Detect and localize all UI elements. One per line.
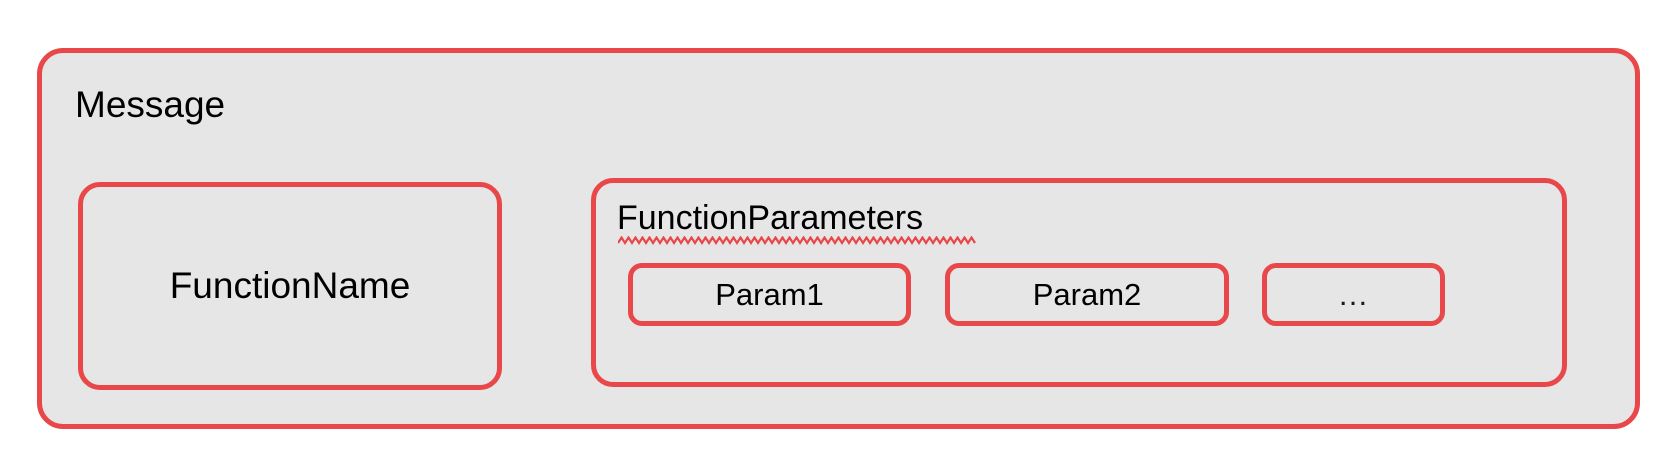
param-label: … — [1337, 276, 1370, 312]
param-block-ellipsis: … — [1262, 263, 1445, 326]
param-block: Param2 — [945, 263, 1229, 326]
param-block: Param1 — [628, 263, 911, 326]
spellcheck-squiggle-icon — [618, 236, 976, 245]
function-name-label: FunctionName — [169, 265, 411, 306]
function-parameters-label: FunctionParameters — [617, 199, 924, 237]
message-block-title: Message — [75, 84, 226, 125]
param-label: Param2 — [1032, 276, 1142, 312]
function-name-block: FunctionName — [78, 182, 502, 390]
param-label: Param1 — [715, 276, 824, 312]
